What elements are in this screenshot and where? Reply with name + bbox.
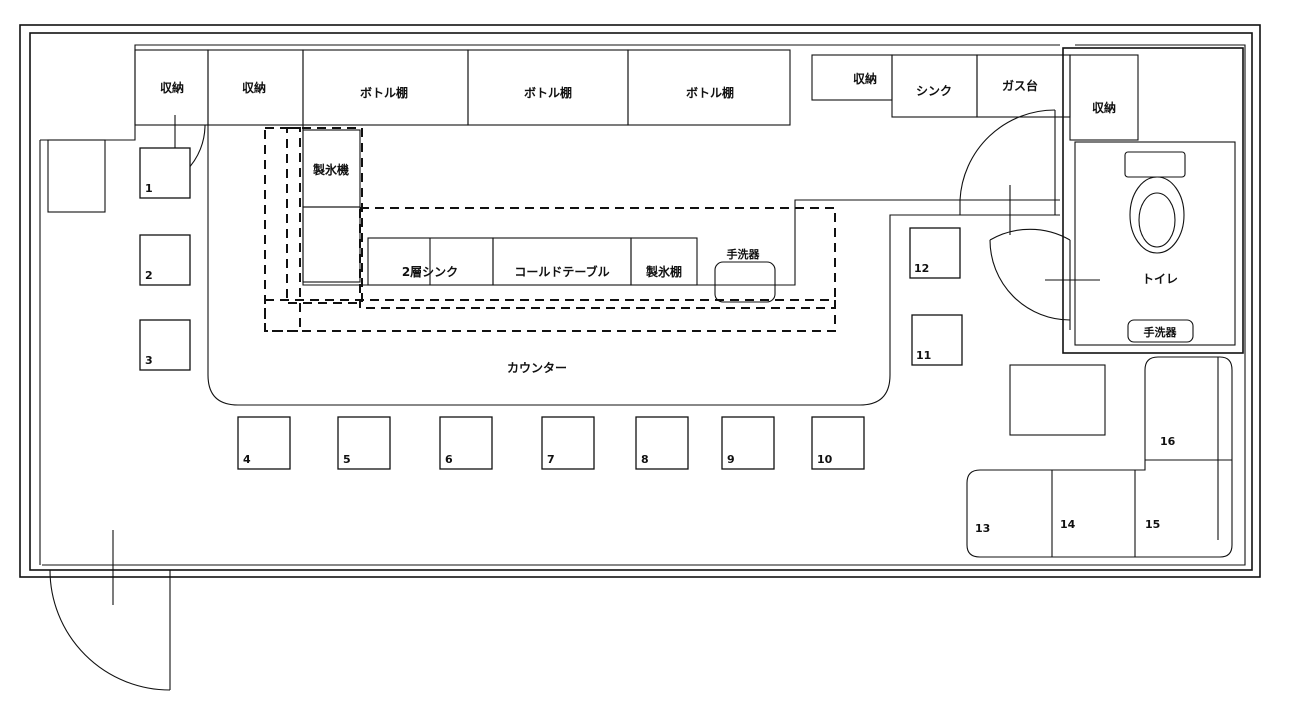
entrance-door [49,530,175,691]
seat-15-label: 15 [1145,518,1160,531]
bottle-shelf-label-1: ボトル棚 [360,85,408,100]
seat-3-label: 3 [145,354,153,367]
bottle-shelf-label-2: ボトル棚 [524,85,572,100]
seat-9[interactable] [721,416,775,470]
gas-stove-label: ガス台 [1002,78,1038,93]
storage-label-1: 収納 [160,80,184,95]
seat-11[interactable] [911,314,963,366]
back-shelving [134,49,1071,126]
seat-6-label: 6 [445,453,453,466]
seat-10[interactable] [811,416,865,470]
storage-label-2: 収納 [242,80,266,95]
seat-14-label: 14 [1060,518,1076,531]
dashed-zone-left [264,127,301,332]
sink-label: シンク [916,84,952,98]
table-right [1009,364,1106,436]
seat-10-label: 10 [817,453,833,466]
hand-washer-box [714,261,776,303]
seat-8-label: 8 [641,453,649,466]
seat-16-label: 16 [1160,435,1176,448]
seat-9-label: 9 [727,453,735,466]
seat-4[interactable] [237,416,291,470]
toilet-icon [1124,151,1186,254]
bottle-shelf-label-3: ボトル棚 [686,85,734,100]
seat-11-label: 11 [916,349,931,362]
ice-shelf-label: 製氷棚 [645,264,682,279]
seat-2[interactable] [139,234,191,286]
seat-7[interactable] [541,416,595,470]
two-sink-label: 2層シンク [402,265,458,279]
cold-table-label: コールドテーブル [514,264,609,279]
toilet-hand-washer-box [1127,319,1194,343]
seat-12[interactable] [909,227,961,279]
seat-3[interactable] [139,319,191,371]
seat-7-label: 7 [547,453,555,466]
seat-5[interactable] [337,416,391,470]
seat-5-label: 5 [343,453,351,466]
seat-12-label: 12 [914,262,929,275]
ice-maker-lower-box [302,206,361,283]
ice-maker-label: 製氷機 [312,162,349,177]
toilet-room [989,47,1244,354]
counter-label: カウンター [507,361,567,375]
seat-4-label: 4 [243,453,251,466]
hand-washer-label: 手洗器 [727,247,761,261]
seat-8[interactable] [635,416,689,470]
dashed-zone-equip [359,207,836,309]
toilet-storage-label: 収納 [1092,100,1116,115]
sofa [966,356,1233,558]
seat-13-label: 13 [975,522,990,535]
entrance-box [47,139,106,213]
seat-1-label: 1 [145,182,153,195]
toilet-hand-washer-label: 手洗器 [1144,325,1178,339]
toilet-label: トイレ [1142,272,1178,286]
dashed-zone-ice [286,127,363,304]
seat-6[interactable] [439,416,493,470]
kitchen-door [959,109,1056,235]
dashed-zone-front [264,299,836,332]
storage-label-3: 収納 [853,71,877,86]
seat-1[interactable] [139,147,191,199]
seat-2-label: 2 [145,269,153,282]
ice-shelf-box [630,237,698,286]
